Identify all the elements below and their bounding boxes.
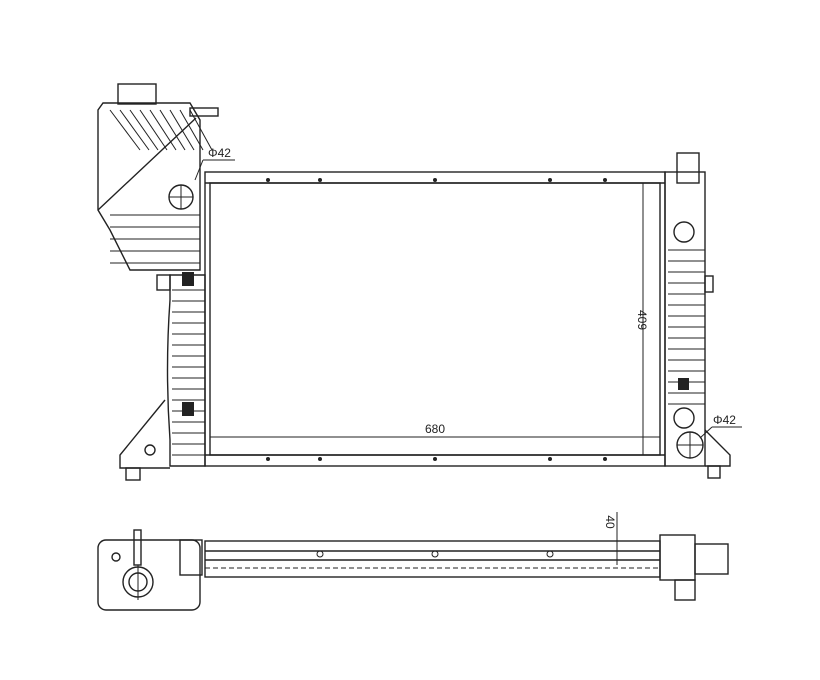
mount-dot <box>603 178 607 182</box>
left-tank <box>119 272 206 481</box>
right-tank <box>664 152 731 479</box>
hatch-line <box>139 109 168 151</box>
hatch-line <box>159 109 186 151</box>
hatch-line <box>109 109 141 151</box>
top-view: 40 <box>97 512 729 611</box>
hatch-line <box>129 109 159 151</box>
depth-dimension: 40 <box>603 515 617 529</box>
mount-dot <box>318 457 322 461</box>
dimensions: 409 680 Φ42 Φ42 <box>194 146 742 455</box>
width-dimension: 680 <box>425 422 445 436</box>
mount-dot <box>548 457 552 461</box>
hatch-line <box>179 109 204 151</box>
mount-dot <box>266 457 270 461</box>
filler-cap <box>117 83 157 105</box>
core-top <box>204 540 661 578</box>
height-dimension: 409 <box>635 310 649 330</box>
inlet-diameter: Φ42 <box>208 146 231 160</box>
mount-block <box>182 402 194 416</box>
hatch-line <box>149 109 177 151</box>
expansion-tank <box>97 83 219 271</box>
mount-block <box>678 378 689 390</box>
outlet-diameter: Φ42 <box>713 413 736 427</box>
hatch-line <box>169 109 195 151</box>
mount-dot <box>433 457 437 461</box>
radiator-core <box>209 182 661 456</box>
mounting-points <box>266 178 607 461</box>
hatch-line <box>119 109 150 151</box>
mount-dot <box>318 178 322 182</box>
mount-dot <box>603 457 607 461</box>
mount-dot <box>266 178 270 182</box>
front-view: 409 680 Φ42 Φ42 <box>97 83 742 481</box>
hatch-line <box>189 109 213 151</box>
mount-dot <box>548 178 552 182</box>
mount-dot <box>433 178 437 182</box>
mount-block <box>182 272 194 286</box>
